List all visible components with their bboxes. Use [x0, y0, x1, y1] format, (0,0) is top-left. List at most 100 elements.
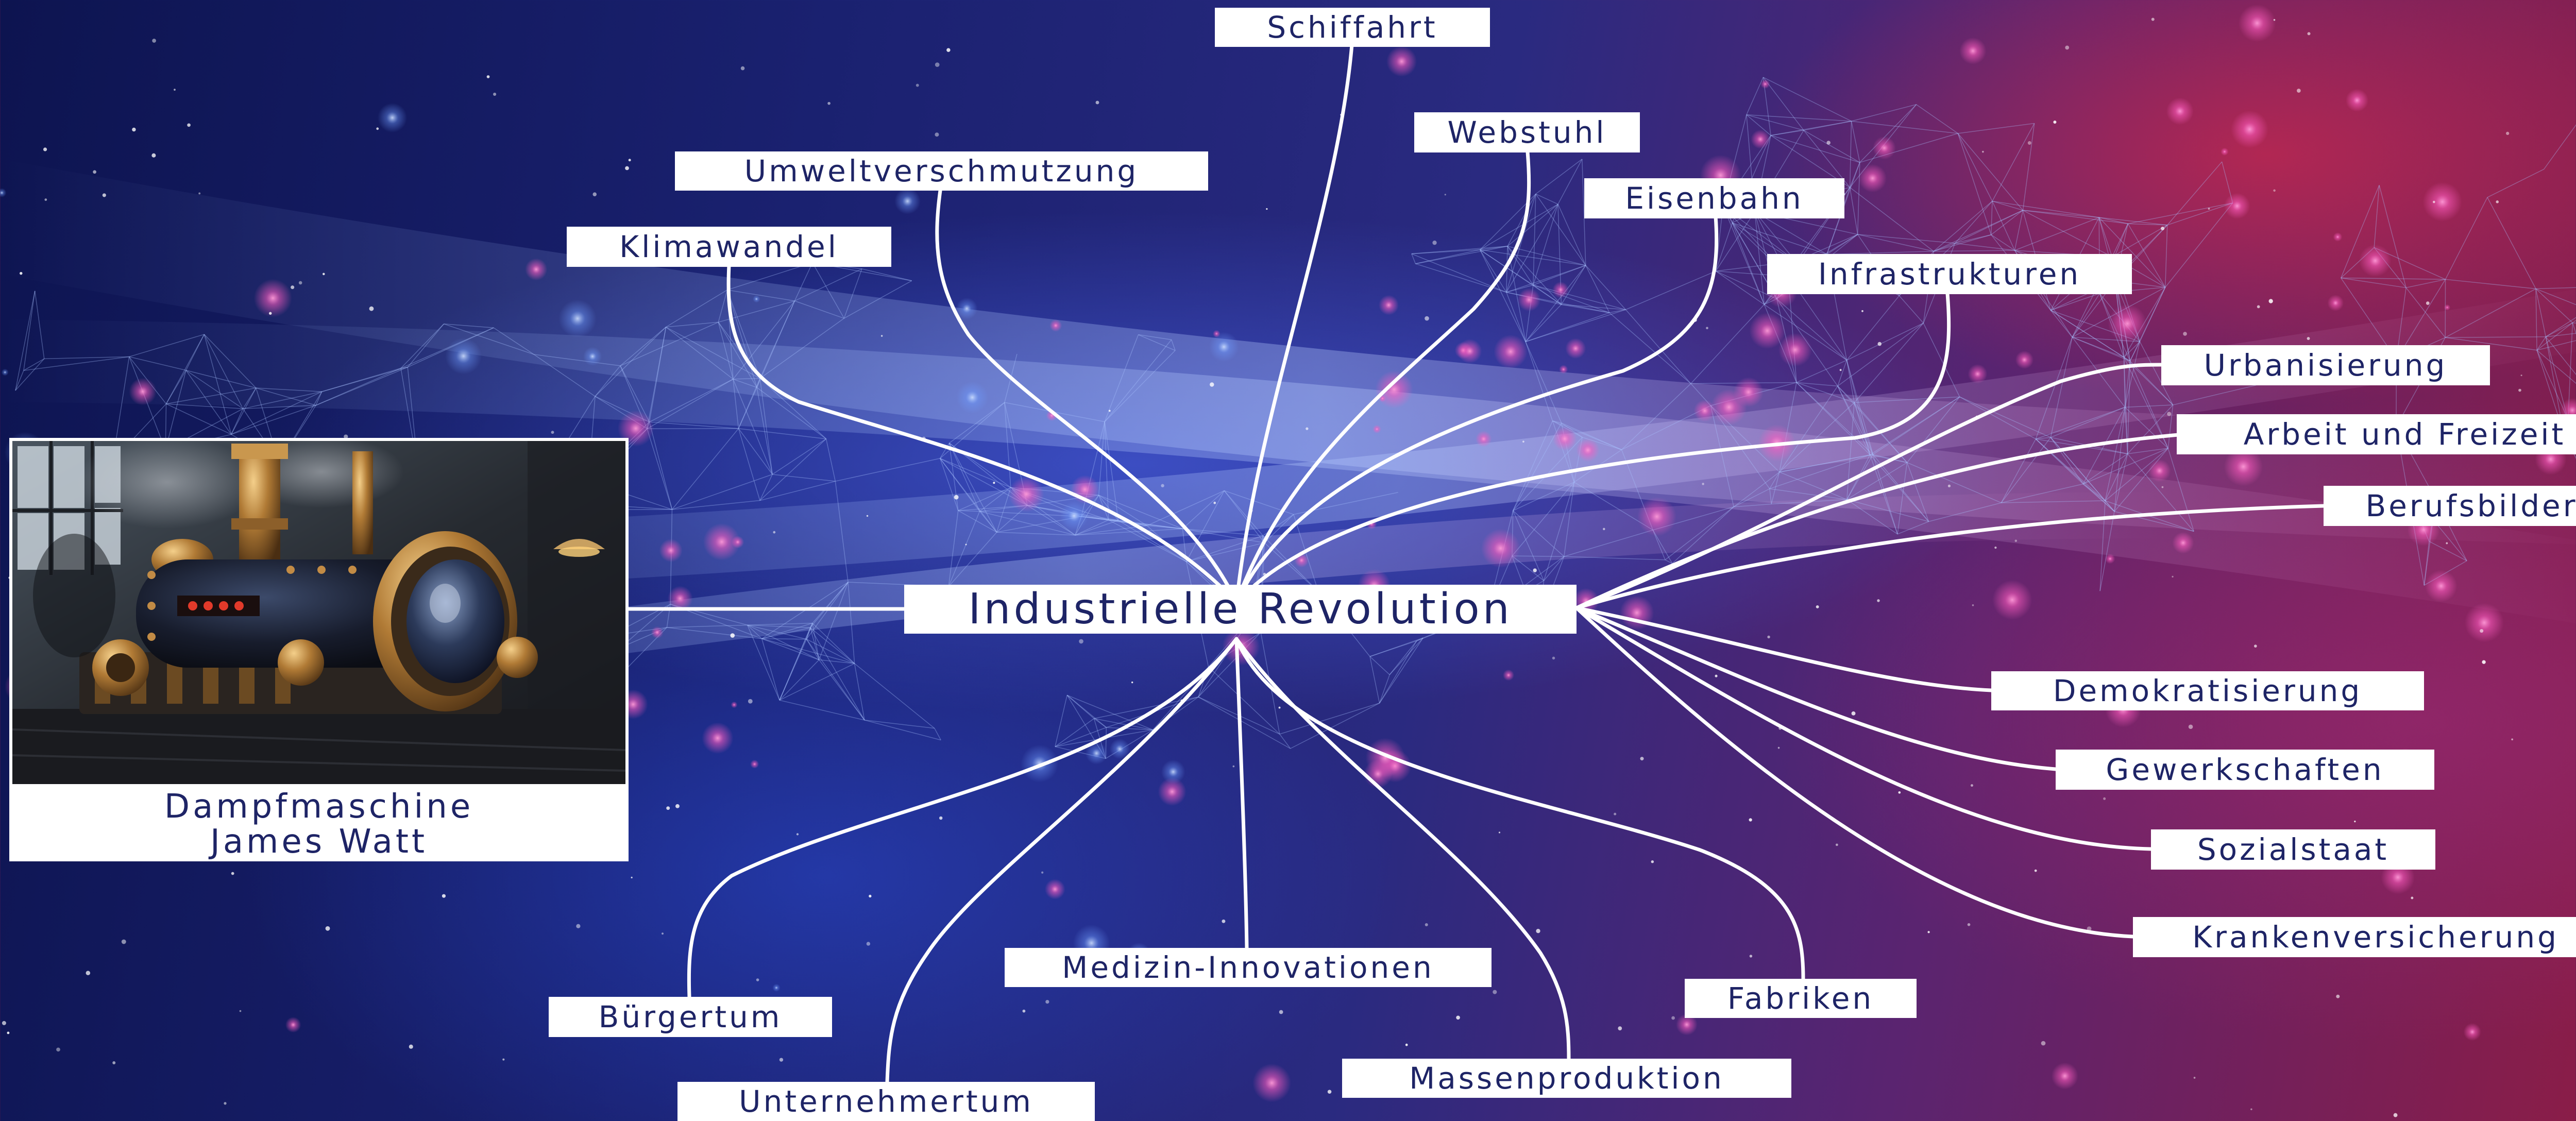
topic-demokratisierung: Demokratisierung	[1991, 671, 2424, 710]
star-dot	[1456, 1015, 1460, 1020]
connector-gewerkschaften	[1574, 606, 2058, 771]
star-dot	[2354, 820, 2356, 823]
star-dot	[7, 1031, 10, 1034]
glow-particle	[2224, 193, 2250, 219]
glow-particle	[1475, 431, 1492, 447]
glow-particle	[1386, 46, 1417, 77]
star-dot	[1045, 999, 1049, 1004]
glow-particle	[253, 279, 292, 317]
star-dot	[1877, 342, 1882, 346]
star-dot	[376, 127, 379, 130]
star-dot	[1306, 427, 1309, 430]
topic-arbeit-und-freizeit: Arbeit und Freizeit	[2177, 414, 2576, 454]
glow-particle	[2221, 147, 2229, 156]
glow-particle	[2464, 603, 2504, 642]
glow-particle	[129, 378, 157, 405]
star-dot	[827, 101, 831, 105]
star-dot	[954, 495, 959, 500]
glow-particle	[1372, 424, 1381, 434]
glow-particle	[1458, 339, 1482, 364]
glow-particle	[1481, 529, 1520, 568]
star-dot	[748, 699, 753, 704]
glow-particle	[731, 536, 744, 549]
star-dot	[1603, 528, 1605, 531]
caption-line-1: Dampfmaschine	[164, 788, 474, 826]
star-dot	[442, 894, 446, 898]
star-dot	[1327, 1090, 1332, 1094]
topic-klimawandel: Klimawandel	[567, 227, 891, 267]
star-dot	[869, 894, 872, 898]
star-dot	[1079, 639, 1083, 644]
star-dot	[2065, 45, 2070, 50]
star-dot	[2151, 18, 2155, 21]
topic-gewerkschaften: Gewerkschaften	[2056, 750, 2434, 790]
star-dot	[880, 335, 883, 337]
glow-particle	[1252, 1063, 1292, 1102]
topic-sozialstaat: Sozialstaat	[2151, 829, 2435, 870]
connector-klimawandel	[726, 263, 1239, 605]
glow-particle	[558, 299, 597, 338]
star-dot	[1278, 706, 1281, 709]
star-dot	[502, 1058, 505, 1061]
star-dot	[2254, 644, 2257, 648]
caption-line-2: James Watt	[210, 823, 428, 861]
star-dot	[1444, 194, 1446, 196]
connector-fabriken	[1234, 637, 1805, 981]
star-dot	[1749, 955, 1753, 958]
glow-particle	[583, 347, 602, 366]
star-dot	[2167, 412, 2172, 416]
connector-medizin	[1234, 637, 1249, 950]
glow-particle	[2327, 295, 2344, 311]
star-dot	[1767, 635, 1770, 639]
star-dot	[1213, 501, 1216, 504]
star-dot	[2208, 208, 2210, 210]
star-dot	[946, 48, 951, 52]
star-dot	[1970, 784, 1973, 787]
star-dot	[631, 876, 633, 879]
glow-particle	[1, 368, 9, 376]
glow-particle	[1576, 438, 1600, 462]
star-dot	[2188, 724, 2193, 729]
star-dot	[2482, 660, 2486, 664]
star-dot	[740, 66, 745, 71]
star-dot	[2273, 19, 2276, 21]
glow-particle	[1008, 476, 1044, 512]
star-dot	[2297, 89, 2301, 93]
star-dot	[935, 62, 940, 67]
star-dot	[291, 285, 295, 290]
star-dot	[756, 978, 759, 981]
star-dot	[268, 312, 272, 315]
star-dot	[1715, 674, 1718, 677]
glow-particle	[1778, 333, 1812, 367]
star-dot	[2250, 1108, 2252, 1111]
star-dot	[1839, 369, 1842, 371]
star-dot	[298, 281, 302, 285]
star-dot	[576, 924, 581, 928]
star-dot	[628, 159, 631, 162]
star-dot	[2446, 542, 2448, 545]
star-dot	[112, 1061, 116, 1064]
star-dot	[1022, 1009, 1026, 1013]
glow-particle	[1044, 879, 1065, 899]
star-dot	[2183, 332, 2187, 336]
star-dot	[2041, 1041, 2046, 1046]
star-dot	[1982, 150, 1984, 153]
topic-schiffahrt: Schiffahrt	[1215, 8, 1490, 47]
star-dot	[1522, 440, 1524, 443]
glow-particle	[731, 701, 738, 708]
star-dot	[1640, 757, 1644, 761]
star-dot	[1947, 484, 1951, 487]
star-dot	[1614, 812, 1617, 816]
connector-massenproduktion	[1234, 637, 1571, 1061]
star-dot	[2027, 141, 2031, 145]
star-dot	[2257, 305, 2260, 309]
glow-particle	[772, 983, 781, 992]
star-dot	[1671, 1016, 1675, 1020]
glow-particle	[1637, 497, 1676, 536]
star-dot	[939, 816, 943, 820]
star-dot	[1232, 765, 1235, 768]
star-dot	[965, 543, 967, 546]
star-dot	[2053, 120, 2057, 124]
star-dot	[152, 39, 156, 43]
glow-particle	[2359, 244, 2392, 277]
